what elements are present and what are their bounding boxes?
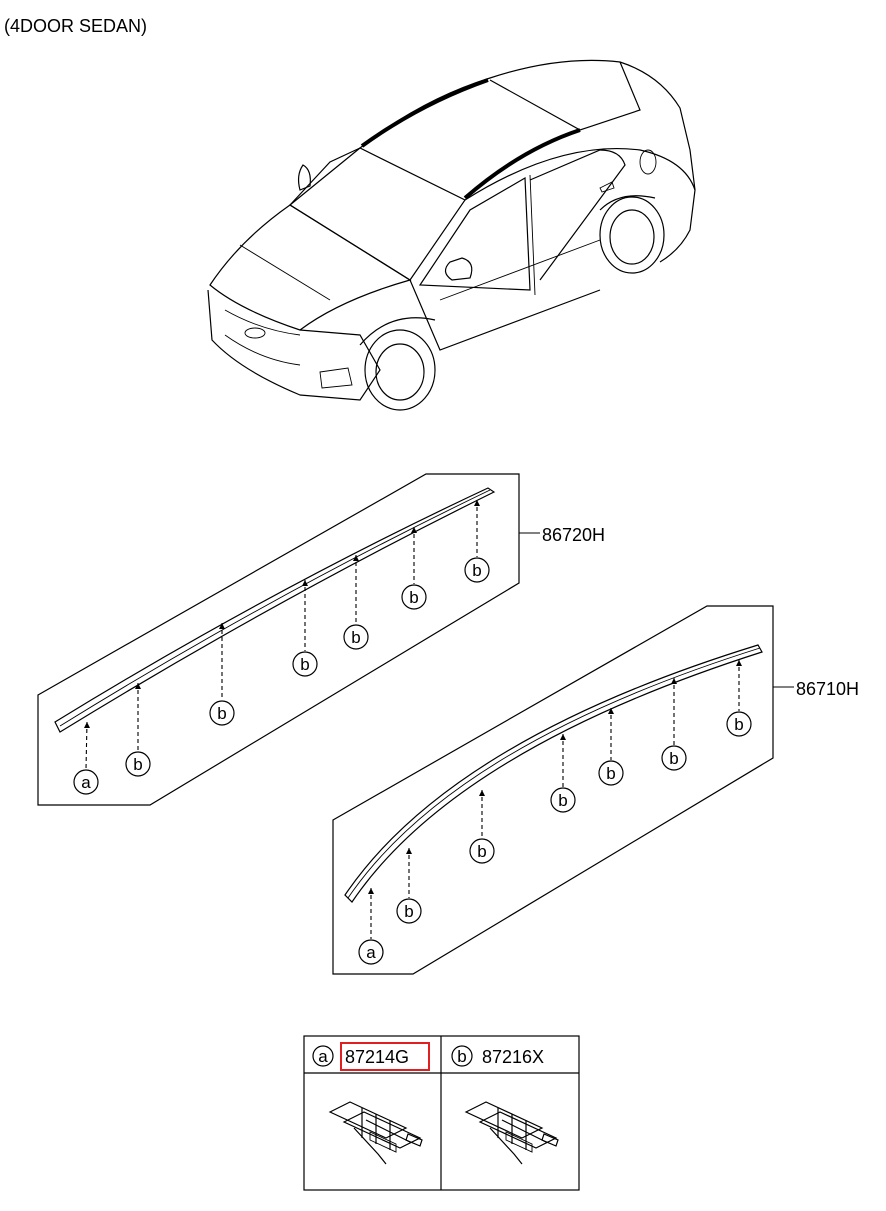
clip-b-marker-circle — [396, 898, 422, 924]
clip-arrowhead — [353, 555, 359, 561]
clip-b-marker-circle — [209, 700, 235, 726]
front-panel-frame — [37, 473, 520, 806]
clip-arrowhead — [84, 722, 90, 728]
rear-molding-strip — [344, 644, 763, 903]
clip-b-marker-circle — [401, 584, 427, 610]
clip-b-marker-label: b — [669, 749, 678, 768]
clip-arrowhead — [474, 500, 480, 506]
clip-arrowhead — [736, 660, 742, 666]
clip-b-marker-circle — [469, 838, 495, 864]
clip-a-marker-circle — [73, 769, 99, 795]
front-molding-panel: 86720H — [37, 473, 605, 806]
clip-b-marker-label: b — [133, 755, 142, 774]
clip-arrowhead — [671, 678, 677, 684]
clip-a-marker-circle — [358, 939, 384, 965]
clip-b-marker-label: b — [404, 902, 413, 921]
clip-arrowhead — [302, 580, 308, 586]
front-molding-strip — [54, 487, 496, 733]
clip-arrowhead — [219, 623, 225, 629]
clip-a-marker-label: a — [366, 943, 376, 962]
legend-a-letter: a — [318, 1047, 328, 1066]
clip-b-drawing — [464, 1101, 559, 1165]
clip-arrowhead — [368, 888, 374, 894]
clip-b-marker-label: b — [477, 842, 486, 861]
clip-arrowhead — [608, 708, 614, 714]
clip-a-drawing — [328, 1101, 423, 1165]
legend-a-highlight-box — [340, 1042, 430, 1071]
clip-b-marker-circle — [292, 651, 318, 677]
clip-leader-line — [85, 721, 88, 770]
clip-b-marker-label: b — [472, 561, 481, 580]
legend-a-part-number: 87214G — [345, 1047, 409, 1067]
clip-b-marker-label: b — [351, 628, 360, 647]
clip-b-marker-circle — [343, 624, 369, 650]
clip-b-marker-label: b — [217, 704, 226, 723]
legend-a-marker — [312, 1045, 334, 1067]
clip-b-marker-circle — [125, 751, 151, 777]
clip-b-marker-label: b — [734, 715, 743, 734]
clip-callouts: a b b b b b b a b b b b b b — [73, 500, 752, 965]
part-label-86710h: 86710H — [796, 679, 859, 699]
clip-b-marker-circle — [464, 557, 490, 583]
legend-b-letter: b — [457, 1047, 466, 1066]
diagram-title: (4DOOR SEDAN) — [4, 16, 147, 36]
clip-arrowhead — [411, 527, 417, 533]
clip-arrowhead — [135, 683, 141, 689]
clip-legend-table: a 87214G b 87216X — [303, 1035, 580, 1191]
clip-b-marker-label: b — [300, 655, 309, 674]
legend-b-marker — [451, 1045, 473, 1067]
clip-a-marker-label: a — [81, 773, 91, 792]
clip-arrowhead — [479, 790, 485, 796]
clip-b-marker-circle — [550, 787, 576, 813]
clip-arrowhead — [406, 848, 412, 854]
clip-b-marker-circle — [661, 745, 687, 771]
part-label-86720h: 86720H — [542, 525, 605, 545]
clip-b-marker-label: b — [606, 764, 615, 783]
clip-b-marker-circle — [598, 760, 624, 786]
clip-b-marker-label: b — [409, 588, 418, 607]
car-illustration — [207, 59, 696, 411]
clip-b-marker-circle — [726, 711, 752, 737]
rear-panel-frame — [332, 605, 774, 975]
legend-b-part-number: 87216X — [482, 1047, 544, 1067]
rear-molding-panel: 86710H — [332, 605, 859, 975]
clip-b-marker-label: b — [558, 791, 567, 810]
clip-arrowhead — [560, 734, 566, 740]
